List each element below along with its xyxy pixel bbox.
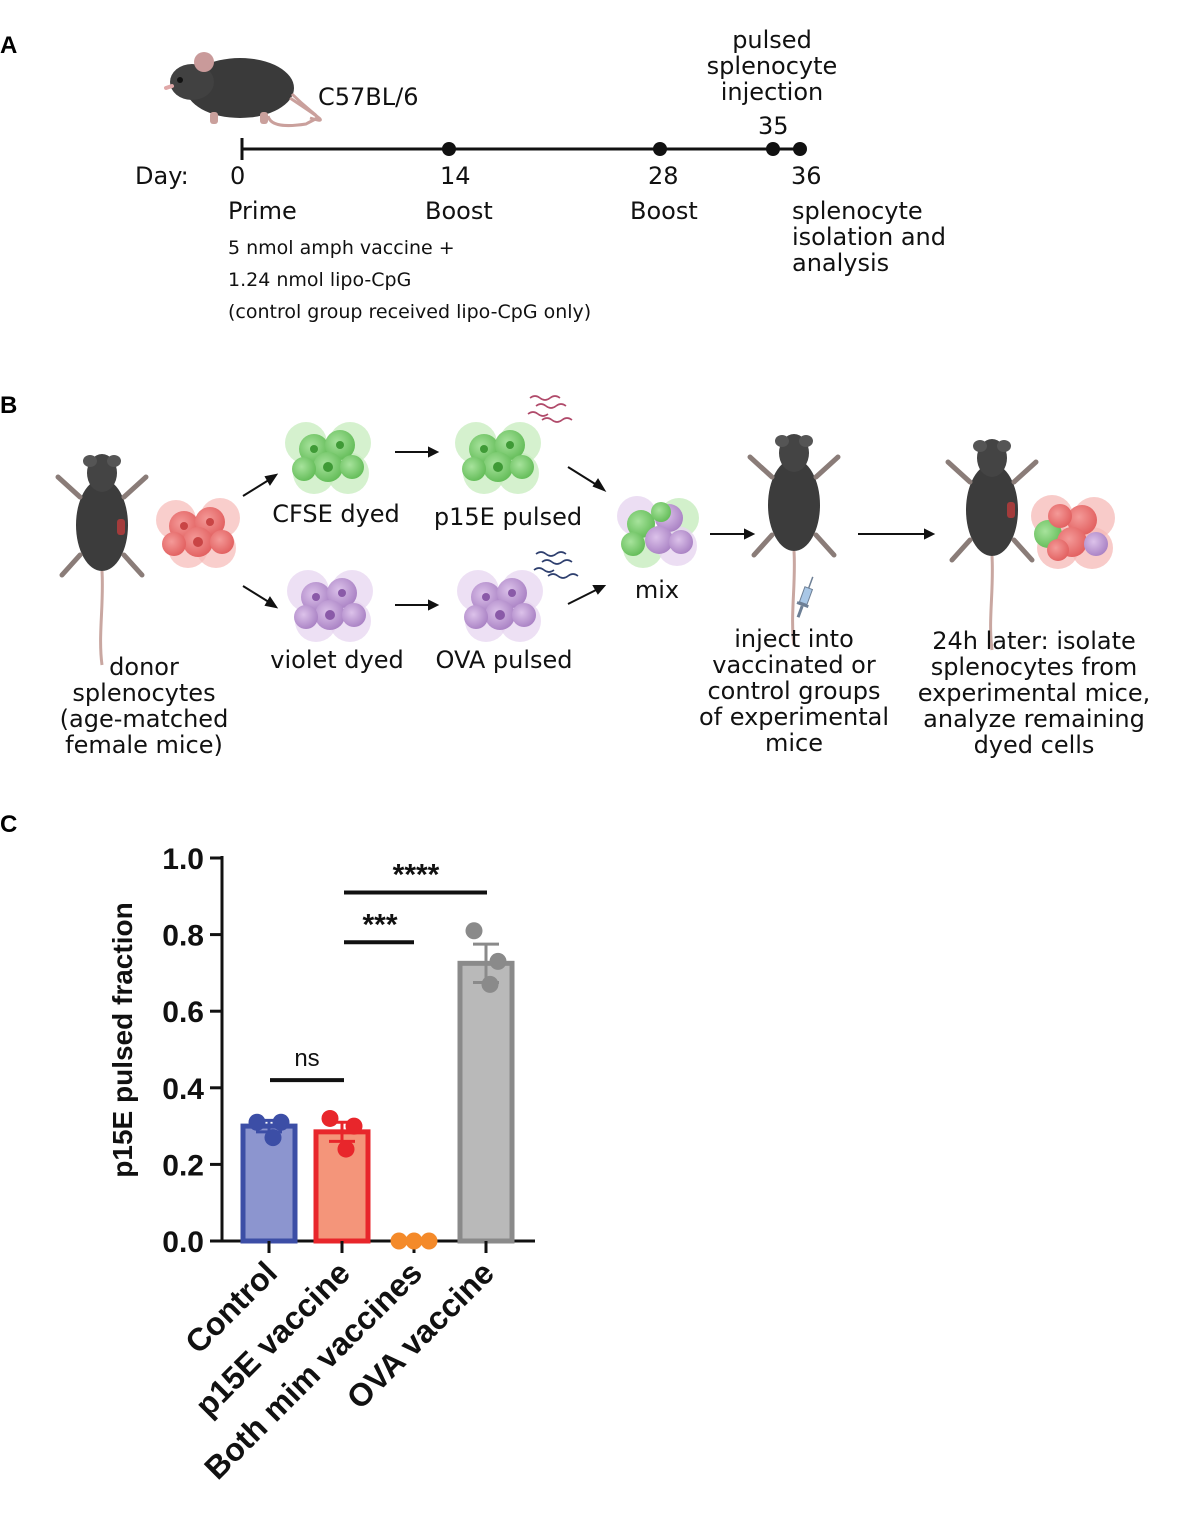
- panel-c: C 0.0 0.2 0.4 0.6 0.8 1.0 p15E pulsed fraction…: [0, 811, 535, 1486]
- panel-letter-b: B: [0, 392, 17, 419]
- significance-label-4star: ****: [393, 858, 440, 891]
- data-point: [321, 1109, 339, 1127]
- day-28: 28: [648, 162, 679, 190]
- mouse-strain-label: C57BL/6: [318, 83, 419, 111]
- timeline-dot-day36: [793, 142, 807, 156]
- panel-b: B donor splenocytes (age-matched female …: [0, 392, 1150, 759]
- later-label-line3: experimental mice,: [918, 679, 1151, 707]
- donor-label-line1: donor: [109, 653, 179, 681]
- data-point: [420, 1232, 438, 1250]
- data-point: [405, 1232, 423, 1250]
- event-prime: Prime: [228, 197, 297, 225]
- ova-peptide-icon: [533, 551, 579, 579]
- day-14: 14: [440, 162, 471, 190]
- later-label-line4: analyze remaining: [923, 705, 1145, 733]
- recipient-mouse-icon: [750, 434, 838, 645]
- prime-detail-line2: 1.24 nmol lipo-CpG: [228, 269, 411, 291]
- data-point: [465, 922, 483, 940]
- significance-label-ns: ns: [294, 1045, 319, 1072]
- mixed-cell-cluster: [617, 496, 699, 568]
- remaining-cell-cluster: [1031, 495, 1115, 569]
- day-36: 36: [791, 162, 822, 190]
- day-0: 0: [230, 162, 245, 190]
- flow-arrows: [242, 446, 936, 611]
- prime-detail-line3: (control group received lipo-CpG only): [228, 301, 591, 323]
- inject-label-line2: vaccinated or: [712, 651, 876, 679]
- syringe-icon: [796, 576, 814, 618]
- event-boost-28: Boost: [630, 197, 698, 225]
- panel-a: A C57BL/6 pulsed splenocyte injection Da…: [0, 26, 946, 323]
- donor-cell-cluster: [156, 498, 240, 568]
- violet-cell-cluster: [287, 570, 373, 642]
- y-tick-label: 1.0: [162, 843, 204, 876]
- violet-label: violet dyed: [270, 646, 403, 674]
- donor-label-line4: female mice): [65, 731, 223, 759]
- inject-label-line1: inject into: [734, 625, 854, 653]
- injection-label-line2: splenocyte: [707, 52, 838, 80]
- y-tick-label: 0.0: [162, 1226, 204, 1259]
- experimental-mouse-icon: [948, 439, 1036, 650]
- cfse-cell-cluster: [285, 422, 371, 494]
- significance-label-3star: ***: [362, 908, 397, 941]
- donor-label-line3: (age-matched: [60, 705, 229, 733]
- day-35: 35: [758, 112, 789, 140]
- y-tick-label: 0.4: [162, 1073, 204, 1106]
- data-point: [337, 1140, 355, 1158]
- ova-cell-cluster: [457, 570, 543, 642]
- y-tick-label: 0.2: [162, 1149, 204, 1182]
- event-36-line3: analysis: [792, 249, 889, 277]
- event-36-line2: isolation and: [792, 223, 946, 251]
- ova-pulsed-label: OVA pulsed: [435, 646, 572, 674]
- p15e-pulsed-label: p15E pulsed: [434, 503, 582, 531]
- data-point: [489, 952, 507, 970]
- donor-label-line2: splenocytes: [72, 679, 215, 707]
- later-label-line2: splenocytes from: [931, 653, 1138, 681]
- injection-label-line1: pulsed: [732, 26, 812, 54]
- timeline-dot-day28: [653, 142, 667, 156]
- event-36-line1: splenocyte: [792, 197, 923, 225]
- inject-label-line3: control groups: [707, 677, 880, 705]
- later-label-line5: dyed cells: [974, 731, 1095, 759]
- bar: [457, 960, 515, 1244]
- timeline-dot-day35: [766, 142, 780, 156]
- cfse-label: CFSE dyed: [272, 500, 400, 528]
- data-point: [345, 1117, 363, 1135]
- y-tick-label: 0.6: [162, 996, 204, 1029]
- y-tick-label: 0.8: [162, 920, 204, 953]
- inject-label-line4: of experimental: [699, 703, 889, 731]
- data-point: [390, 1232, 408, 1250]
- later-label-line1: 24h later: isolate: [932, 627, 1136, 655]
- panel-letter-a: A: [0, 32, 17, 59]
- data-point: [248, 1113, 266, 1131]
- event-boost-14: Boost: [425, 197, 493, 225]
- p15e-cell-cluster: [455, 422, 541, 494]
- day-label: Day:: [135, 162, 189, 190]
- donor-mouse-icon: [58, 454, 146, 665]
- y-axis-label: p15E pulsed fraction: [107, 902, 138, 1177]
- inject-label-line5: mice: [765, 729, 823, 757]
- mix-label: mix: [635, 576, 679, 604]
- data-point: [264, 1129, 282, 1147]
- prime-detail-line1: 5 nmol amph vaccine +: [228, 237, 455, 259]
- injection-label-line3: injection: [721, 78, 823, 106]
- p15e-peptide-icon: [527, 395, 573, 423]
- timeline-dot-day14: [442, 142, 456, 156]
- mouse-icon: [164, 52, 322, 128]
- panel-letter-c: C: [0, 811, 17, 838]
- data-point: [481, 975, 499, 993]
- data-point: [272, 1113, 290, 1131]
